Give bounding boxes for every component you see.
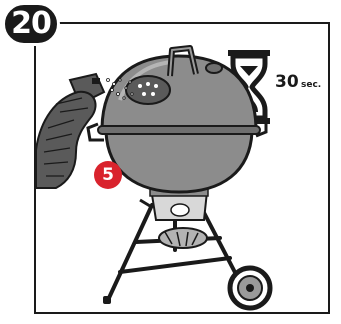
thermometer-icon — [206, 63, 222, 73]
lid-rim — [98, 126, 260, 134]
grill-wheel — [230, 268, 270, 308]
lid-vent — [126, 76, 170, 104]
timer-unit: sec. — [301, 80, 321, 90]
leg-foot — [103, 296, 111, 304]
step-number: 20 — [2, 2, 60, 46]
timer-value: 30 — [275, 72, 299, 92]
grill-bowl — [106, 132, 252, 192]
callout-number: 5 — [94, 161, 122, 189]
ash-catcher — [159, 228, 207, 248]
